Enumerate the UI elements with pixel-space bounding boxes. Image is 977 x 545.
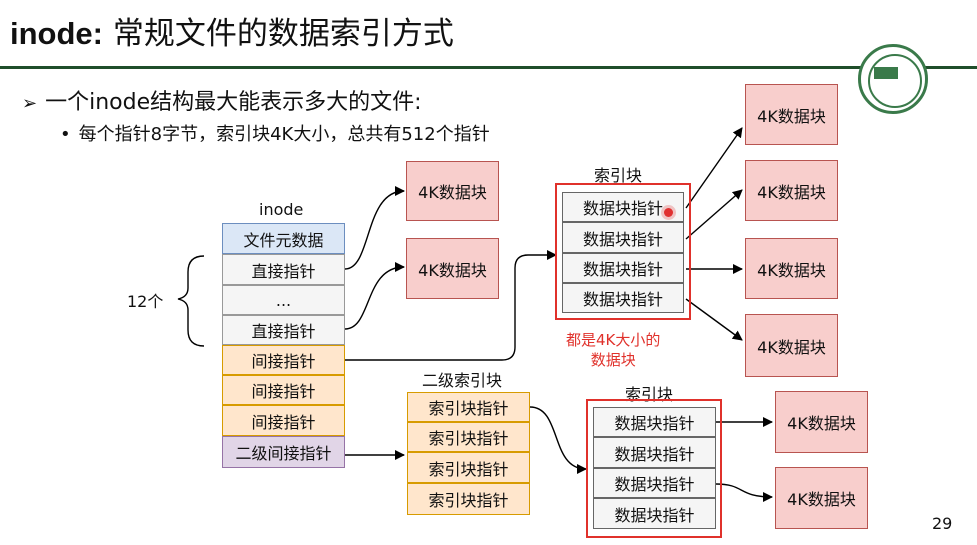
second-level-label: 二级索引块 — [422, 371, 503, 390]
title-text: 常规文件的数据索引方式 — [103, 16, 454, 52]
data-block: 4K数据块 — [406, 161, 499, 221]
second-level-cell: 索引块指针 — [407, 422, 530, 452]
direct-count-label: 12个 — [127, 292, 164, 311]
data-block: 4K数据块 — [745, 238, 838, 299]
bullet-main-text: 一个inode结构最大能表示多大的文件: — [45, 90, 422, 115]
index-block-top-label: 索引块 — [594, 166, 643, 185]
slide-title: inode: 常规文件的数据索引方式 — [10, 8, 454, 53]
data-block: 4K数据块 — [775, 391, 868, 453]
title-divider — [0, 66, 977, 69]
index-block-top-frame — [555, 183, 691, 320]
index-block-bottom-frame — [586, 399, 722, 538]
arrow-bottom-2 — [715, 483, 773, 502]
arrow-indirect — [345, 250, 557, 361]
pointer-cursor-icon — [664, 208, 673, 217]
second-level-cell: 索引块指针 — [407, 392, 530, 422]
index-block-cell: 数据块指针 — [562, 192, 684, 222]
data-block: 4K数据块 — [745, 314, 838, 377]
arrow-second-level — [529, 406, 587, 474]
inode-indirect-pointer: 间接指针 — [222, 405, 345, 436]
index-block-cell: 数据块指针 — [593, 468, 716, 498]
arrow-top-2 — [685, 189, 743, 240]
university-logo-icon — [858, 44, 928, 114]
inode-indirect-pointer: 间接指针 — [222, 345, 345, 375]
second-level-cell: 索引块指针 — [407, 452, 530, 483]
inode-indirect-pointer: 间接指针 — [222, 375, 345, 405]
index-block-cell: 数据块指针 — [593, 437, 716, 468]
arrow-top-4 — [685, 298, 743, 341]
bullet-arrow-icon: ➢ — [22, 93, 38, 114]
data-block: 4K数据块 — [745, 160, 838, 221]
inode-double-indirect-pointer: 二级间接指针 — [222, 436, 345, 468]
title-keyword: inode: — [10, 16, 103, 51]
inode-metadata-cell: 文件元数据 — [222, 223, 345, 254]
data-block: 4K数据块 — [745, 84, 838, 145]
index-block-cell: 数据块指针 — [562, 222, 684, 253]
inode-direct-pointer: 直接指针 — [222, 254, 345, 285]
inode-direct-pointer: 直接指针 — [222, 315, 345, 345]
index-block-cell: 数据块指针 — [593, 407, 716, 437]
brace-12-pointers — [177, 255, 205, 347]
inode-ellipsis: ... — [222, 285, 345, 315]
block-size-note: 都是4K大小的数据块 — [566, 331, 661, 369]
second-level-cell: 索引块指针 — [407, 483, 530, 515]
inode-label: inode — [259, 200, 304, 219]
data-block: 4K数据块 — [406, 238, 499, 299]
bullet-dot-icon: • — [60, 124, 71, 145]
data-block: 4K数据块 — [775, 467, 868, 529]
bullet-sub: • 每个指针8字节，索引块4K大小，总共有512个指针 — [60, 120, 490, 146]
index-block-cell: 数据块指针 — [562, 283, 684, 313]
arrow-top-1 — [685, 127, 743, 209]
bullet-main: ➢ 一个inode结构最大能表示多大的文件: — [22, 84, 422, 116]
arrow-direct-2 — [344, 262, 405, 330]
bullet-sub-text: 每个指针8字节，索引块4K大小，总共有512个指针 — [78, 124, 490, 145]
index-block-cell: 数据块指针 — [562, 253, 684, 283]
page-number: 29 — [932, 514, 953, 533]
arrow-direct-1 — [344, 186, 405, 270]
index-block-cell: 数据块指针 — [593, 498, 716, 529]
